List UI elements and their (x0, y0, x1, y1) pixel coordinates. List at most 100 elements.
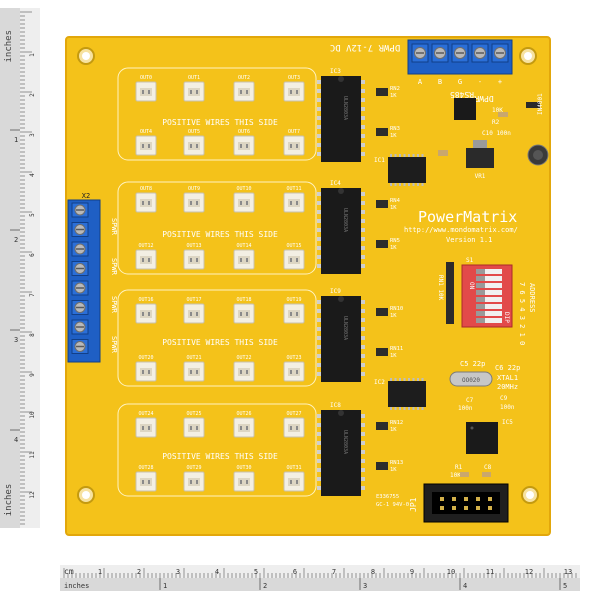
terminal-label: G (458, 78, 462, 86)
ic-pin (317, 134, 322, 138)
rn-value: 1K (390, 427, 397, 433)
ic-pin (317, 246, 322, 250)
ruler-inch-number: 3 (363, 582, 367, 590)
output-label: OUT0 (140, 75, 152, 81)
output-pin (190, 201, 192, 205)
dip-slot (476, 283, 502, 288)
driver-ics: IC3ULN2803ARN21KRN31KIC4ULN2803ARN41KRN5… (317, 68, 403, 496)
output-label: OUT4 (140, 129, 152, 135)
header-pin (464, 506, 468, 510)
soic-pin (399, 407, 401, 410)
output-pin (290, 480, 292, 484)
output-pin (240, 258, 242, 262)
output-pin (142, 312, 144, 316)
output-connector-socket (188, 424, 200, 432)
positive-label: POSITIVE WIRES THIS SIDE (162, 118, 278, 127)
ic-pin (317, 336, 322, 340)
output-label: OUT1 (188, 75, 200, 81)
ic-body (321, 410, 361, 496)
dip-slot (476, 269, 502, 274)
output-pin (246, 426, 248, 430)
output-pin (190, 426, 192, 430)
output-label: OUT23 (286, 355, 301, 361)
xtal-freq: 20MHz (497, 383, 518, 391)
output-pin (290, 312, 292, 316)
ruler-cm-number: 7 (332, 568, 336, 576)
dip-lever (476, 283, 485, 288)
output-pin (240, 90, 242, 94)
soic-pin (417, 407, 419, 410)
ic-part: ULN2803A (342, 430, 348, 454)
ic-pin (360, 459, 365, 463)
output-pin (196, 480, 198, 484)
output-label: OUT16 (138, 297, 153, 303)
rn-value: 1K (390, 313, 397, 319)
dip-lever (476, 269, 485, 274)
soic-pin (390, 378, 392, 381)
header-pin (452, 506, 456, 510)
rn-chip (376, 200, 388, 208)
c9-label: C9 (500, 395, 508, 402)
output-pin (290, 90, 292, 94)
dip-levers (476, 269, 502, 323)
header-pin (464, 497, 468, 501)
output-pin (246, 258, 248, 262)
crystal-part: OO020 (462, 377, 480, 384)
output-pin (290, 258, 292, 262)
vr-label: VR1 (475, 173, 486, 180)
header-pin (452, 497, 456, 501)
output-connector-socket (140, 424, 152, 432)
spwr-label: SPWR (110, 336, 118, 354)
ic-pin (360, 414, 365, 418)
ic2-label: IC2 (374, 379, 385, 386)
ic-pin (317, 318, 322, 322)
ic-pin (360, 372, 365, 376)
soic-pin (417, 378, 419, 381)
output-pin (240, 144, 242, 148)
ic-pin (360, 116, 365, 120)
output-pin (142, 426, 144, 430)
output-label: OUT31 (286, 465, 301, 471)
ic-pin (317, 255, 322, 259)
ic-pin (317, 219, 322, 223)
rn-chip (376, 128, 388, 136)
output-pin (246, 480, 248, 484)
output-pin (246, 312, 248, 316)
ic-pin (317, 423, 322, 427)
ruler-inch-number: 4 (14, 436, 18, 444)
ruler-cm-number: 6 (29, 253, 36, 257)
ruler-cm-number: 13 (564, 568, 572, 576)
output-pin (142, 144, 144, 148)
output-pin (246, 370, 248, 374)
ic-pin (317, 116, 322, 120)
output-pin (246, 201, 248, 205)
diode (526, 102, 540, 108)
bottom-ruler-inch-strip (60, 578, 580, 591)
s1-label: S1 (466, 257, 474, 264)
output-label: OUT10 (236, 186, 251, 192)
jp1-header: JP1 E336755 GC-1 94V-0 (376, 483, 509, 523)
ic5-label: IC5 (502, 419, 513, 426)
output-pin (148, 312, 150, 316)
output-connector-socket (140, 256, 152, 264)
ruler-cm-number: 3 (29, 133, 36, 137)
capacitor (482, 472, 491, 477)
output-pin (190, 144, 192, 148)
ic-pin (317, 201, 322, 205)
left-ruler-inch-strip (0, 8, 20, 528)
output-pin (240, 426, 242, 430)
ic-notch (338, 410, 344, 416)
ic-pin (360, 125, 365, 129)
ic-pin (317, 441, 322, 445)
ruler-cm-number: 10 (447, 568, 455, 576)
ic1-label: IC1 (374, 157, 385, 164)
mounting-hole-center (526, 491, 534, 499)
ic-label: IC4 (330, 180, 341, 187)
address-label: ADDRESS (528, 283, 536, 313)
rn-value: 1K (390, 245, 397, 251)
output-connector-socket (140, 199, 152, 207)
ic2-chip (388, 381, 426, 407)
ruler-cm-number: 5 (29, 213, 36, 217)
